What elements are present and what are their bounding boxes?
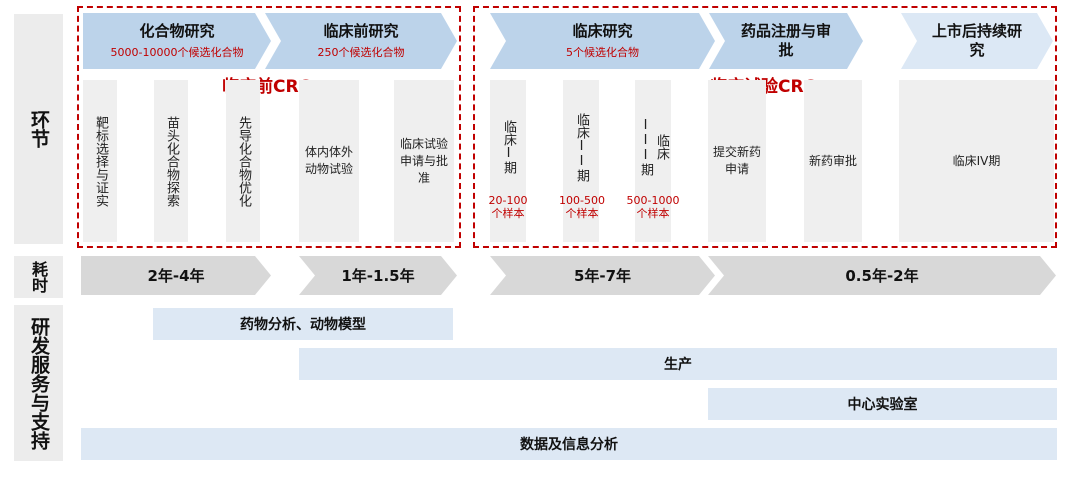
substep-target-selection: 靶标选择与证实 [83, 80, 117, 242]
substep-text: 临床IV期 [952, 153, 1001, 168]
substep-text: 临床试验申请与批准 [400, 136, 449, 185]
row-label-service-text: 研发服务与支持 [28, 316, 50, 450]
service-text: 生产 [664, 357, 692, 373]
substep-nda-submission: 提交新药申请 [708, 80, 766, 242]
stage-subtitle: 250个候选化合物 [317, 46, 405, 59]
stage-title: 临床前研究 [323, 22, 399, 40]
substep-ind-application: 临床试验申请与批准 [394, 80, 454, 242]
duration-compound-research: 2年-4年 [81, 256, 271, 295]
substep-text: 靶标选择与证实 [93, 115, 108, 207]
substep-text: 体内体外动物试验 [305, 145, 354, 176]
duration-text: 2年-4年 [147, 267, 205, 285]
substep-text: 临床I期 [501, 120, 516, 174]
substep-in-vivo-in-vitro: 体内体外动物试验 [299, 80, 359, 242]
stage-title: 化合物研究 [139, 22, 215, 40]
row-label-time-text: 耗时 [29, 261, 48, 293]
service-central-lab: 中心实验室 [708, 388, 1057, 420]
stage-subtitle: 5000-10000个候选化合物 [110, 46, 244, 59]
phase-3-sample: 500-1000个样本 [626, 194, 680, 220]
substep-phase-1: 临床I期 [490, 80, 526, 242]
stage-title: 上市后持续研究 [931, 22, 1022, 59]
substep-text: 苗头化合物探索 [164, 115, 179, 207]
substep-phase-4: 临床IV期 [899, 80, 1054, 242]
service-text: 药物分析、动物模型 [240, 317, 366, 333]
service-data-analysis: 数据及信息分析 [81, 428, 1057, 460]
service-production: 生产 [299, 348, 1057, 380]
substep-lead-optimization: 先导化合物优化 [226, 80, 260, 242]
duration-text: 1年-1.5年 [341, 267, 415, 285]
service-text: 数据及信息分析 [520, 437, 618, 453]
stage-clinical-research: 临床研究 5个候选化合物 [490, 13, 715, 69]
stage-subtitle: 5个候选化合物 [566, 46, 639, 59]
row-label-service: 研发服务与支持 [14, 305, 63, 461]
service-text: 中心实验室 [847, 397, 918, 413]
phase-1-sample: 20-100个样本 [488, 194, 528, 220]
substep-phase-2: 临床II期 [563, 80, 599, 242]
substep-text: 临床II期 [574, 112, 589, 182]
duration-registration-postmarket: 0.5年-2年 [708, 256, 1056, 295]
duration-text: 5年-7年 [573, 267, 632, 285]
stage-registration-approval: 药品注册与审批 [709, 13, 863, 69]
duration-preclinical: 1年-1.5年 [299, 256, 457, 295]
duration-clinical: 5年-7年 [490, 256, 715, 295]
substep-hit-discovery: 苗头化合物探索 [154, 80, 188, 242]
row-label-stage: 环节 [14, 14, 63, 244]
substep-nda-approval: 新药审批 [804, 80, 862, 242]
stage-compound-research: 化合物研究 5000-10000个候选化合物 [83, 13, 271, 69]
duration-text: 0.5年-2年 [845, 267, 919, 285]
clinical-cro-box [473, 6, 1057, 248]
phase-2-sample: 100-500个样本 [559, 194, 605, 220]
substep-text: 新药审批 [809, 153, 858, 168]
row-label-stage-text: 环节 [28, 110, 50, 148]
substep-text: 提交新药申请 [713, 145, 762, 176]
row-label-time: 耗时 [14, 256, 63, 298]
stage-title: 临床研究 [572, 22, 633, 40]
service-drug-analysis: 药物分析、动物模型 [153, 308, 453, 340]
stage-preclinical-research: 临床前研究 250个候选化合物 [265, 13, 457, 69]
stage-title: 药品注册与审批 [740, 22, 831, 59]
substep-text: 先导化合物优化 [236, 115, 251, 207]
preclinical-cro-box [77, 6, 461, 248]
substep-text: 临床III期 [638, 118, 669, 176]
stage-post-market-research: 上市后持续研究 [901, 13, 1053, 69]
substep-phase-3: 临床III期 [635, 80, 671, 242]
